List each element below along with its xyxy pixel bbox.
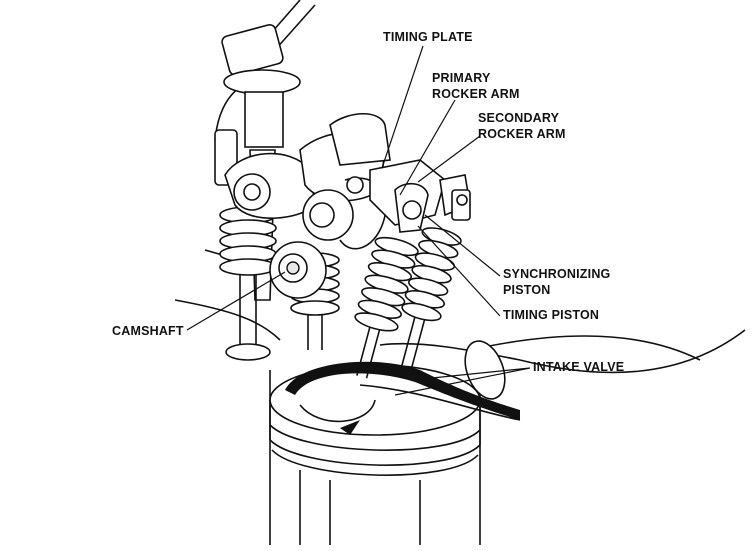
- leader-lines: [186, 45, 531, 396]
- leader-timing-piston: [417, 225, 501, 317]
- label-timing-plate: TIMING PLATE: [383, 30, 473, 44]
- label-secondary-rocker-arm: SECONDARY ROCKER ARM: [478, 110, 566, 142]
- intake-valve-springs: [354, 227, 462, 379]
- label-line: ROCKER ARM: [478, 127, 566, 141]
- label-line: PISTON: [503, 283, 551, 297]
- leader-secondary-rocker-arm: [417, 135, 481, 183]
- rocker-arms: [329, 113, 471, 233]
- label-line: ROCKER ARM: [432, 87, 520, 101]
- leader-synchronizing-piston: [424, 214, 501, 277]
- fuel-injector: [221, 0, 316, 301]
- label-line: SYNCHRONIZING: [503, 267, 611, 281]
- label-line: PRIMARY: [432, 71, 491, 85]
- intake-port: [285, 340, 521, 435]
- label-synchronizing-piston: SYNCHRONIZING PISTON: [503, 266, 610, 298]
- leader-primary-rocker-arm: [399, 99, 456, 196]
- label-camshaft: CAMSHAFT: [112, 324, 184, 338]
- exhaust-valve-spring: [214, 129, 277, 361]
- leader-intake-valve: [394, 367, 531, 396]
- label-primary-rocker-arm: PRIMARY ROCKER ARM: [432, 70, 520, 102]
- label-intake-valve: INTAKE VALVE: [533, 360, 625, 374]
- label-line: SECONDARY: [478, 111, 560, 125]
- label-timing-piston: TIMING PISTON: [503, 308, 600, 322]
- leader-camshaft: [186, 271, 286, 331]
- leader-timing-plate: [381, 45, 424, 169]
